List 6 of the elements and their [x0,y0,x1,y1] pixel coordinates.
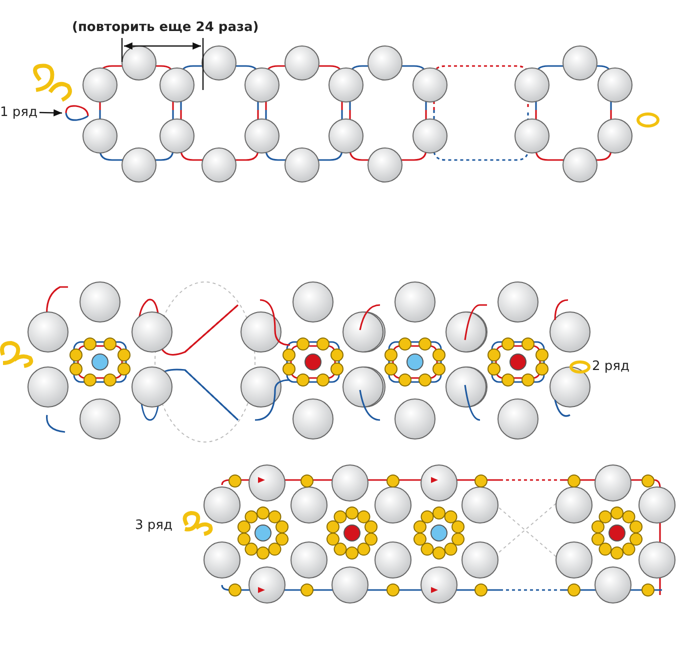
row-label: 2 ряд [592,359,630,374]
repeat-note: (повторить еще 24 раза) [72,20,259,35]
row-label: 3 ряд [135,518,172,533]
leader-arrow [39,109,62,116]
row-label: 1 ряд [0,105,38,120]
thread-loop [64,104,90,122]
